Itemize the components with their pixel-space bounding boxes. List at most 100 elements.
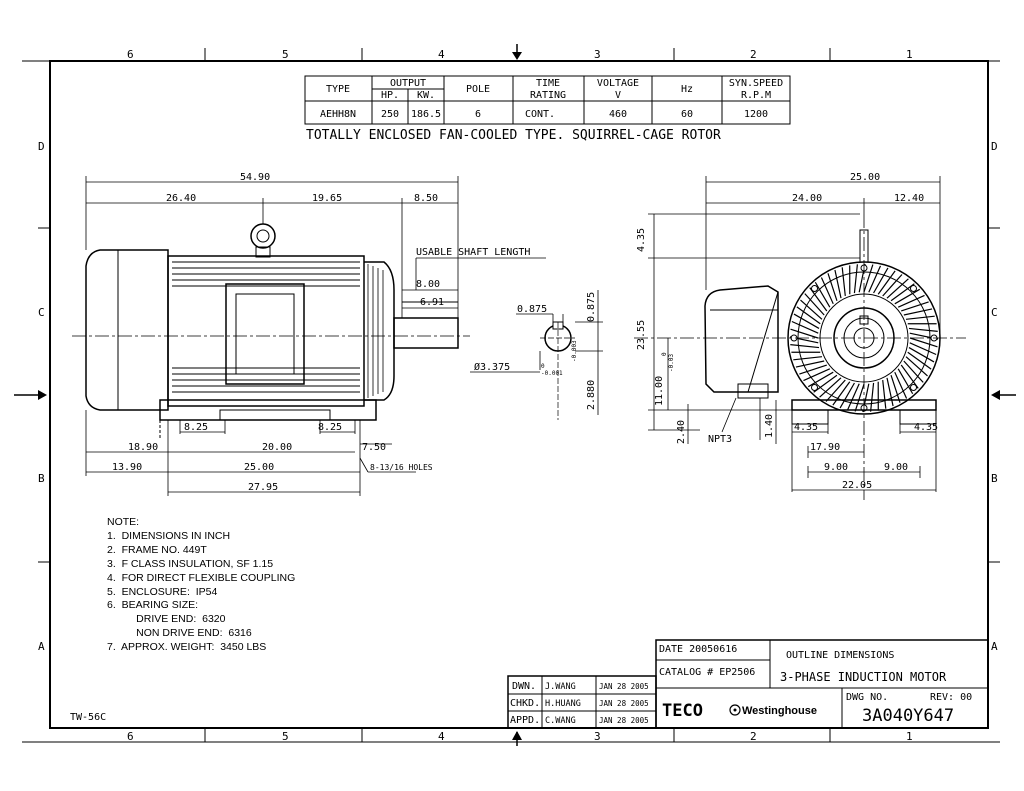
fin (825, 379, 846, 402)
motor-side-view (72, 176, 546, 496)
table-header-output: OUTPUT (390, 78, 426, 89)
fin (886, 377, 894, 407)
table-header-kw: KW. (417, 90, 435, 101)
grid-col-1-bottom: 1 (906, 730, 913, 743)
drawing-number: 3A040Y647 (862, 706, 954, 726)
checked-date: JAN 28 2005 (599, 699, 649, 708)
dim-base-3: 7.50 (362, 442, 386, 453)
fin (894, 371, 908, 399)
fin (841, 267, 846, 297)
dim-foot-2: 8.25 (318, 422, 342, 433)
dim-shaft-height: 2.880 (586, 380, 597, 410)
fin (886, 278, 909, 299)
table-cell-pole: 6 (475, 109, 481, 120)
fin (804, 293, 825, 316)
note-line: 2. FRAME NO. 449T (107, 543, 207, 556)
bolt (909, 383, 917, 391)
fin (813, 374, 838, 393)
dim-main-height: 23.55 (636, 320, 647, 350)
fin (905, 356, 928, 377)
note-line: 7. APPROX. WEIGHT: 3450 LBS (107, 641, 267, 654)
fin (807, 371, 834, 388)
dim-right-length: 8.50 (414, 193, 438, 204)
table-header-hp: HP. (381, 90, 399, 101)
tol-key-height: -0.003 (571, 340, 578, 362)
dim-foot-height: 2.40 (676, 420, 687, 444)
note-line: 4. FOR DIRECT FLEXIBLE COUPLING (107, 571, 296, 584)
holes-label: 8-13/16 HOLES (370, 463, 433, 472)
dim-center-height: 11.00 (654, 376, 665, 406)
dim-base-6: 27.95 (248, 482, 278, 493)
fin (854, 383, 865, 412)
grid-col-6: 6 (127, 48, 134, 61)
dim-shaft-diameter: Ø3.375 (474, 361, 510, 373)
westinghouse-logo: Westinghouse (742, 705, 817, 717)
dim-shaft-length: 8.00 (416, 279, 440, 290)
note-line: 5. ENCLOSURE: IP54 (107, 585, 218, 598)
table-header-syn-speed: SYN.SPEED (729, 78, 783, 89)
dim-base-2: 20.00 (262, 442, 292, 453)
dim-end-right-width: 12.40 (894, 193, 924, 204)
fin (795, 360, 825, 368)
fin (800, 299, 823, 320)
westinghouse-icon (729, 704, 741, 716)
fin (908, 327, 938, 332)
table-header-pole: POLE (466, 84, 490, 95)
fin (900, 364, 919, 389)
dim-base-width: 22.05 (842, 480, 872, 491)
grid-row-d-right: D (991, 140, 998, 153)
fin (853, 264, 858, 294)
grid-col-4-bottom: 4 (438, 730, 445, 743)
dim-foot-1: 8.25 (184, 422, 208, 433)
grid-col-5: 5 (282, 48, 289, 61)
fin (903, 360, 924, 383)
dwg-no-label: DWG NO. (846, 692, 888, 703)
dim-base-5: 25.00 (244, 462, 274, 473)
dim-conduit-height: 1.40 (764, 414, 775, 438)
note-line: DRIVE END: 6320 (107, 613, 226, 626)
bolt (811, 285, 819, 293)
table-cell-hp: 250 (381, 109, 399, 120)
dim-foot-width-left: 4.35 (794, 422, 818, 433)
dim-mid-length: 19.65 (312, 193, 342, 204)
note-line: NON DRIVE END: 6316 (107, 627, 252, 640)
grid-row-b: B (38, 472, 45, 485)
dim-half-base-right: 9.00 (884, 462, 908, 473)
dim-base-4: 13.90 (112, 462, 142, 473)
table-header-hz: Hz (681, 84, 693, 95)
fin (791, 320, 819, 334)
fin (890, 283, 915, 302)
drawn-label: DWN. (512, 681, 536, 692)
fin (803, 368, 831, 382)
revision: REV: 00 (930, 692, 972, 703)
fin (799, 364, 827, 375)
fin (890, 375, 901, 403)
drawing-title-2: 3-PHASE INDUCTION MOTOR (780, 670, 947, 684)
grid-row-a-right: A (991, 640, 998, 653)
table-header-time: TIME (536, 78, 560, 89)
table-cell-speed: 1200 (744, 109, 768, 120)
table-cell-voltage: 460 (609, 109, 627, 120)
grid-col-4: 4 (438, 48, 445, 61)
dim-total-length: 54.90 (240, 172, 270, 183)
approved-date: JAN 28 2005 (599, 716, 649, 725)
grid-col-2: 2 (750, 48, 757, 61)
fin (809, 287, 828, 312)
approved-label: APPD. (510, 715, 540, 726)
tol-shaft-diameter-zero: 0 (541, 363, 545, 370)
table-cell-hz: 60 (681, 109, 693, 120)
approved-name: C.WANG (545, 716, 576, 726)
table-header-type: TYPE (326, 84, 350, 95)
note-line: 6. BEARING SIZE: (107, 599, 199, 612)
grid-row-c-right: C (991, 306, 998, 319)
catalog-number: CATALOG # EP2506 (659, 667, 755, 678)
dim-lug-height: 4.35 (636, 228, 647, 252)
fin (894, 288, 921, 305)
table-header-volt-unit: V (615, 90, 621, 101)
fin (839, 382, 855, 409)
fin (793, 356, 823, 361)
bolt (909, 285, 917, 293)
shaft-detail (470, 290, 603, 420)
dim-left-length: 26.40 (166, 193, 196, 204)
